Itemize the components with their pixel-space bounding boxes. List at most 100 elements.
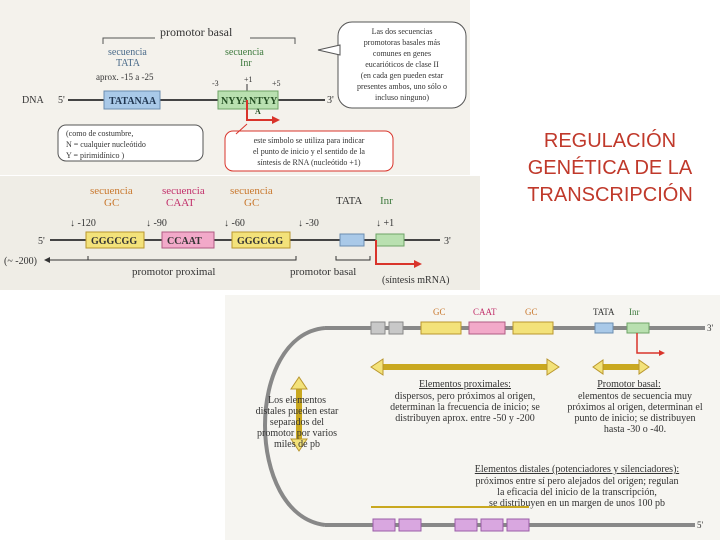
callout-1-line: presentes ambos, uno sólo o [357, 82, 447, 91]
distal-line: próximos entre sí pero alejados del orig… [476, 476, 679, 487]
basal-line: hasta -30 o -40. [604, 424, 666, 435]
proximal-title: Elementos proximales: [419, 379, 511, 390]
proximal-line: determinan la frecuencia de inicio; se [390, 402, 540, 413]
callout-2-line: el punto de inicio y el sentido de la [253, 147, 365, 156]
tata-box-text: TATANAA [109, 96, 157, 107]
pos-plus1: ↓ +1 [376, 218, 394, 229]
gc-box-2 [512, 321, 554, 335]
inr-box-sub: A [255, 107, 261, 116]
inr-label: Inr [380, 195, 393, 207]
distal-left-text: Los elementos distales pueden estar sepa… [256, 395, 339, 450]
dna-label: DNA [22, 95, 44, 106]
proximal-bracket [87, 256, 297, 261]
tata-box [594, 322, 614, 334]
gc-box-2-text: GGGCGG [237, 236, 283, 247]
pos-minus3: -3 [212, 79, 219, 88]
caat-label-1: secuencia [162, 185, 205, 197]
gc-box-1 [420, 321, 462, 335]
callout-1-line: incluso ninguno) [375, 93, 429, 102]
gc1-label-1: secuencia [90, 185, 133, 197]
distal-left-line: promotor por varios [257, 428, 337, 439]
figure-1-svg: promotor basal secuencia TATA aprox. -15… [22, 21, 467, 172]
basal-arrow-heads [592, 359, 650, 375]
distal-left-line: distales pueden estar [256, 406, 339, 417]
basal-bracket [335, 256, 371, 261]
callout-1-pointer [317, 44, 341, 56]
distal-arrow-heads [290, 376, 308, 452]
tata-label: TATA [336, 195, 362, 207]
proximal-line: distribuyen aprox. entre -50 y -200 [395, 413, 534, 424]
caat-box-text: CCAAT [167, 236, 202, 247]
figure-2-svg: secuencia GC secuencia CAAT secuencia GC… [4, 185, 451, 286]
note-line: N = cualquier nucleótido [66, 140, 146, 149]
distal-text: próximos entre sí pero alejados del orig… [476, 476, 679, 509]
five-prime: 5' [38, 236, 45, 247]
figure-basal-promoter: promotor basal secuencia TATA aprox. -15… [0, 0, 470, 175]
note-box [57, 124, 204, 162]
distal-box [454, 518, 478, 532]
dna-loop [263, 326, 326, 527]
distal-box [398, 518, 422, 532]
basal-line: elementos de secuencia muy [578, 391, 692, 402]
tata-box [339, 233, 365, 247]
inr-box-text: NYYANTYY [221, 96, 278, 107]
proximal-line: dispersos, pero próximos al origen, [395, 391, 536, 402]
callout-1-text: Las dos secuencias promotoras basales má… [357, 27, 447, 102]
caat-box [161, 231, 215, 249]
three-prime: 3' [444, 236, 451, 247]
start-arrow-head [272, 116, 280, 124]
pos-minus90: ↓ -90 [146, 218, 167, 229]
mrna-arrow [375, 240, 414, 265]
pos-minus60: ↓ -60 [224, 218, 245, 229]
tata-box [103, 90, 161, 110]
inr-box [626, 322, 650, 334]
start-arrow [246, 100, 272, 121]
caat-box [468, 321, 506, 335]
callout-1-line: (en cada gen pueden estar [361, 71, 444, 80]
distal-left-line: miles de pb [274, 439, 320, 450]
callout-1-line: promotoras basales más [364, 38, 440, 47]
callout-bubble-2 [224, 130, 394, 172]
callout-1-line: eucarióticos de clase II [365, 60, 439, 69]
basal-line: próximos al origen, determinan el [567, 402, 702, 413]
gc-box-1 [85, 231, 145, 249]
inr-label-2: Inr [240, 58, 252, 69]
distal-box [506, 518, 530, 532]
pos-minus30: ↓ -30 [298, 218, 319, 229]
callout-1-line: Las dos secuencias [372, 27, 433, 36]
gc-box-2 [231, 231, 291, 249]
mrna-arrow-head [414, 260, 422, 268]
note-line: Y = pirimidínico ) [66, 151, 125, 160]
proximal-label: promotor proximal [132, 266, 215, 278]
basal-text: elementos de secuencia muy próximos al o… [567, 391, 702, 435]
tata-label-2: TATA [116, 58, 141, 69]
note-line: (como de costumbre, [66, 129, 133, 138]
distal-line: se distribuyen en un margen de unos 100 … [489, 498, 665, 509]
caat-label-2: CAAT [166, 197, 195, 209]
figure-proximal-promoter: secuencia GC secuencia CAAT secuencia GC… [0, 176, 480, 290]
left-arrow-head [44, 257, 50, 263]
grey-box [370, 321, 386, 335]
gc-box-1-text: GGGCGG [91, 236, 137, 247]
callout-bubble-1 [337, 21, 467, 109]
callout-2-text: este símbolo se utiliza para indicar el … [253, 136, 365, 167]
pos-minus120: ↓ -120 [70, 218, 96, 229]
gc2-label: GC [525, 307, 538, 317]
gc1-label-2: GC [104, 197, 119, 209]
basal-line: punto de inicio; se distribuyen [574, 413, 695, 424]
distal-left-line: Los elementos [268, 395, 326, 406]
start-arrow-head [659, 350, 665, 356]
mrna-label: (síntesis mRNA) [382, 275, 450, 286]
gc2-label-1: secuencia [230, 185, 273, 197]
start-arrow [636, 333, 659, 354]
basal-title: Promotor basal: [597, 379, 661, 390]
inr-box [375, 233, 405, 247]
title-line-1: REGULACIÓN [543, 130, 677, 152]
top-three-prime: 3' [707, 323, 714, 333]
grey-box [388, 321, 404, 335]
slide-title: REGULACIÓN GENÉTICA DE LA TRANSCRIPCIÓN [505, 128, 715, 209]
figure-regulatory-elements: 3' 5' GC CAAT GC TATA Inr Elementos prox… [225, 295, 720, 540]
inr-label: Inr [629, 307, 640, 317]
gc1-label: GC [433, 307, 446, 317]
tata-label: TATA [593, 307, 615, 317]
